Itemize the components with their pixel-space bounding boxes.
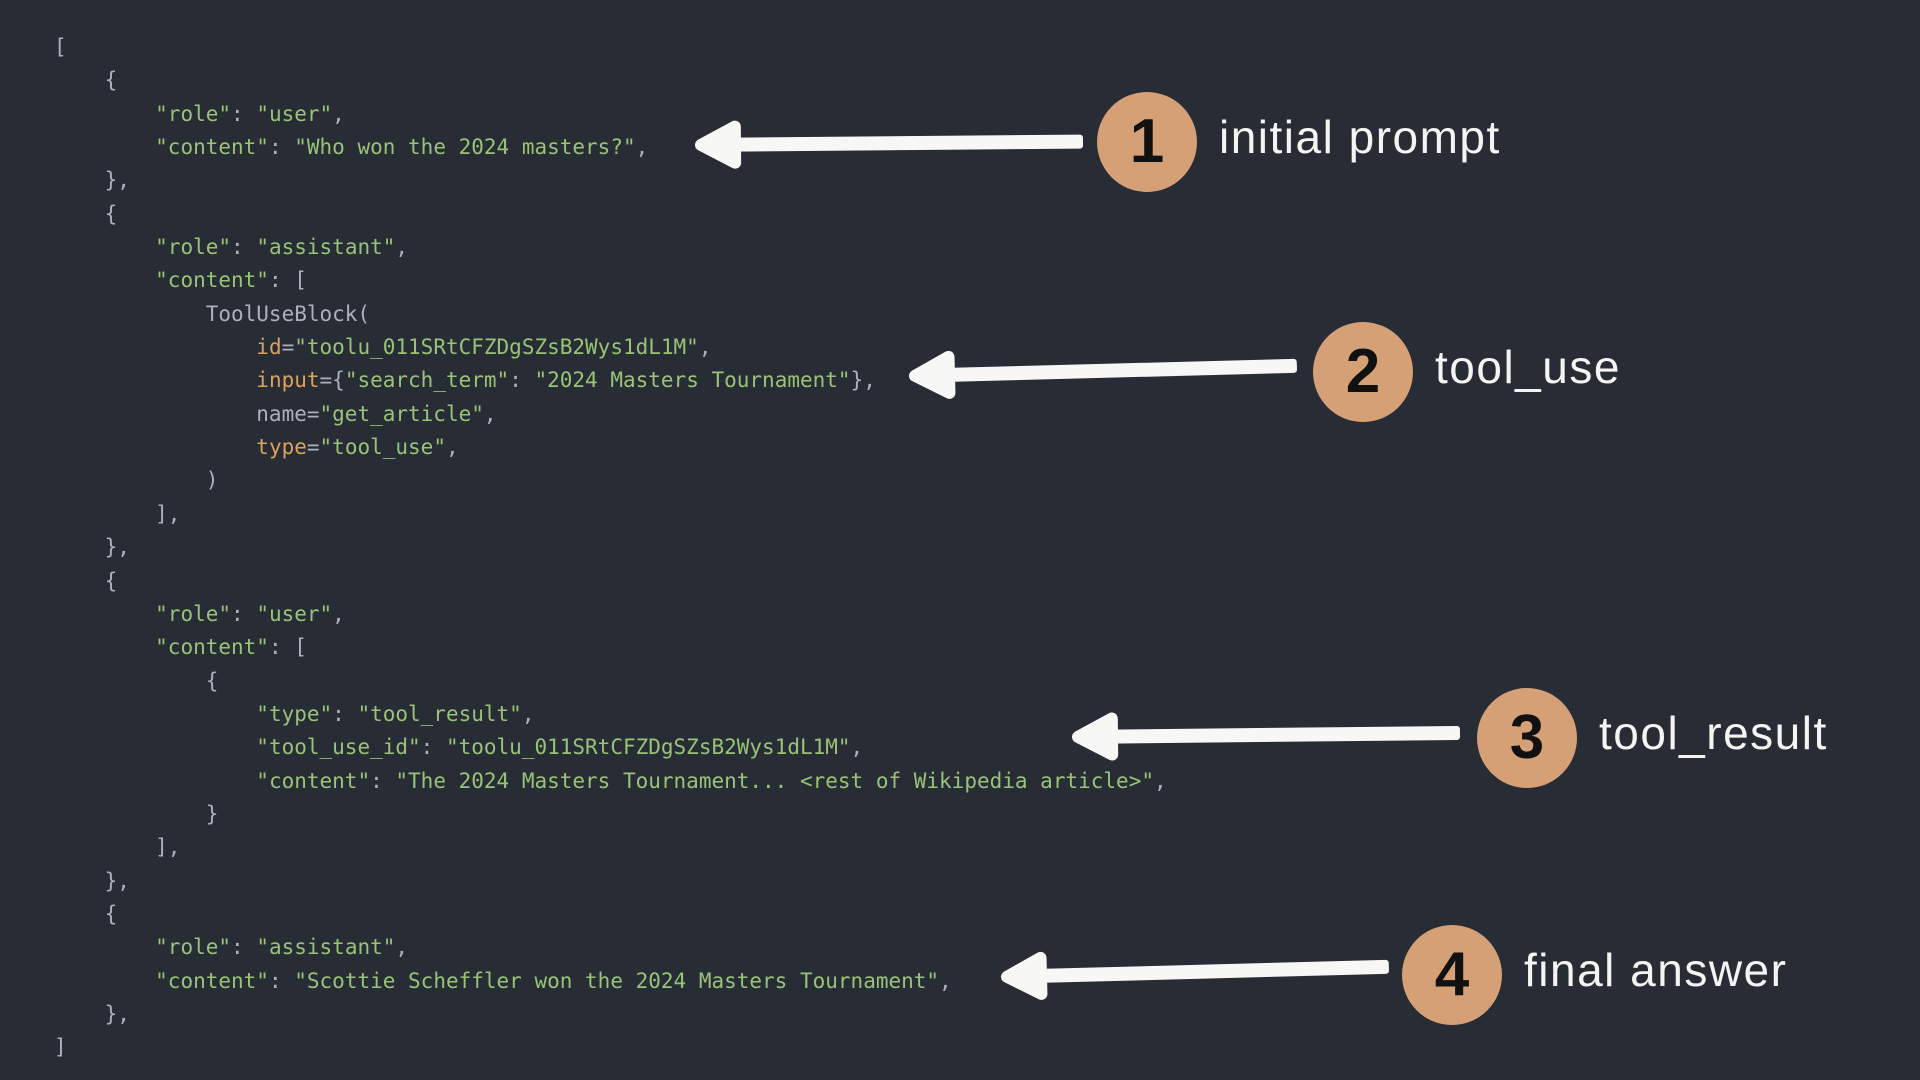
code-line: } (54, 801, 219, 826)
code-line: { (54, 68, 118, 93)
callout-number-badge: 1 (1097, 92, 1197, 192)
code-line: { (54, 201, 118, 226)
callout-number-badge: 2 (1313, 322, 1413, 422)
code-line: [ (54, 35, 67, 59)
code-line: }, (54, 1001, 130, 1026)
code-line: }, (54, 868, 130, 893)
code-line: "tool_use_id": "toolu_011SRtCFZDgSZsB2Wy… (256, 735, 864, 760)
callout-label: initial prompt (1219, 111, 1501, 163)
code-line: "type": "tool_result", (256, 701, 535, 726)
callout-final-answer: 4 final answer (1402, 925, 1787, 1025)
code-line: "content": "The 2024 Masters Tournament.… (256, 768, 1167, 793)
arrow-left-icon (1071, 712, 1461, 761)
code-line: { (54, 668, 219, 693)
code-line: }, (54, 168, 130, 193)
code-line: "content": "Scottie Scheffler won the 20… (155, 968, 952, 993)
code-line: ], (54, 835, 181, 860)
callout-label: final answer (1524, 944, 1788, 996)
code-line: name="get_article", (54, 401, 497, 426)
code-line: { (54, 901, 118, 926)
code-line: ] (54, 1035, 67, 1060)
code-line: ) (54, 468, 219, 493)
code-line: "content": "Who won the 2024 masters?", (155, 135, 649, 160)
code-line: "role": "user", (155, 601, 345, 626)
arrow-left-icon (908, 350, 1297, 399)
callout-number-badge: 4 (1402, 925, 1502, 1025)
arrow-left-icon (1000, 951, 1389, 1000)
code-line: "role": "user", (155, 101, 345, 126)
code-line: "role": "assistant", (155, 935, 409, 960)
code-line: input={"search_term": "2024 Masters Tour… (256, 368, 876, 393)
arrow-left-icon (694, 120, 1084, 169)
callout-label: tool_result (1599, 707, 1828, 759)
callout-initial-prompt: 1 initial prompt (1097, 92, 1501, 192)
code-line: "content": [ (155, 635, 307, 660)
code-line: }, (54, 535, 130, 560)
callout-label: tool_use (1435, 341, 1621, 393)
code-line: type="tool_use", (256, 435, 459, 460)
code-line: ], (54, 501, 181, 526)
callout-number-badge: 3 (1477, 688, 1577, 788)
callout-tool-result: 3 tool_result (1477, 688, 1828, 788)
code-line: { (54, 568, 118, 593)
code-block: [ { "role": "user", "content": "Who won … (54, 31, 1167, 1065)
code-line: "role": "assistant", (155, 235, 409, 260)
callout-tool-use: 2 tool_use (1313, 322, 1621, 422)
code-line: "content": [ (155, 268, 307, 293)
code-line: id="toolu_011SRtCFZDgSZsB2Wys1dL1M", (256, 335, 712, 360)
code-line: ToolUseBlock( (54, 301, 371, 326)
